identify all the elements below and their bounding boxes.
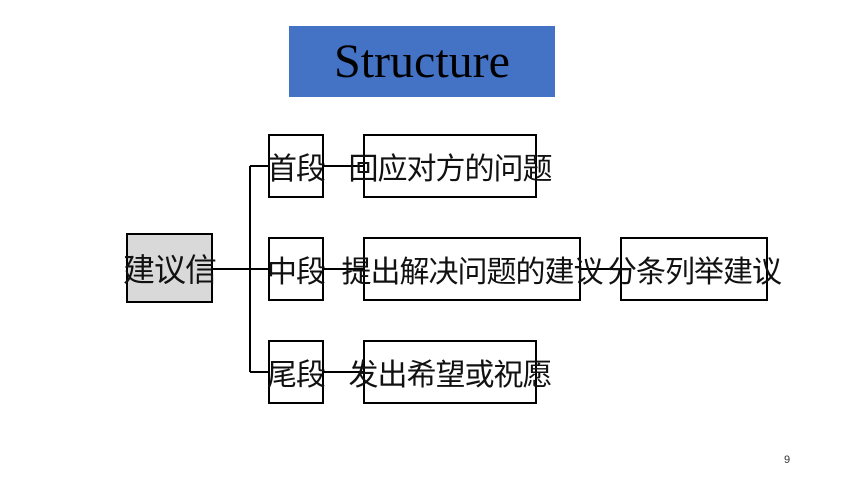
detail-node-body: 提出解决问题的建议 bbox=[342, 237, 604, 301]
section-node-opening: 首段 bbox=[267, 134, 326, 198]
section-node-closing: 尾段 bbox=[267, 340, 326, 404]
title-banner: Structure bbox=[289, 26, 555, 97]
detail-node-opening: 回应对方的问题 bbox=[349, 134, 553, 198]
slide-title: Structure bbox=[334, 34, 510, 88]
detail-node-closing: 发出希望或祝愿 bbox=[349, 340, 553, 404]
root-node: 建议信 bbox=[123, 233, 217, 303]
sub-detail-node-body: 分条列举建议 bbox=[607, 237, 782, 301]
page-number: 9 bbox=[784, 454, 791, 466]
section-node-body: 中段 bbox=[267, 237, 326, 301]
